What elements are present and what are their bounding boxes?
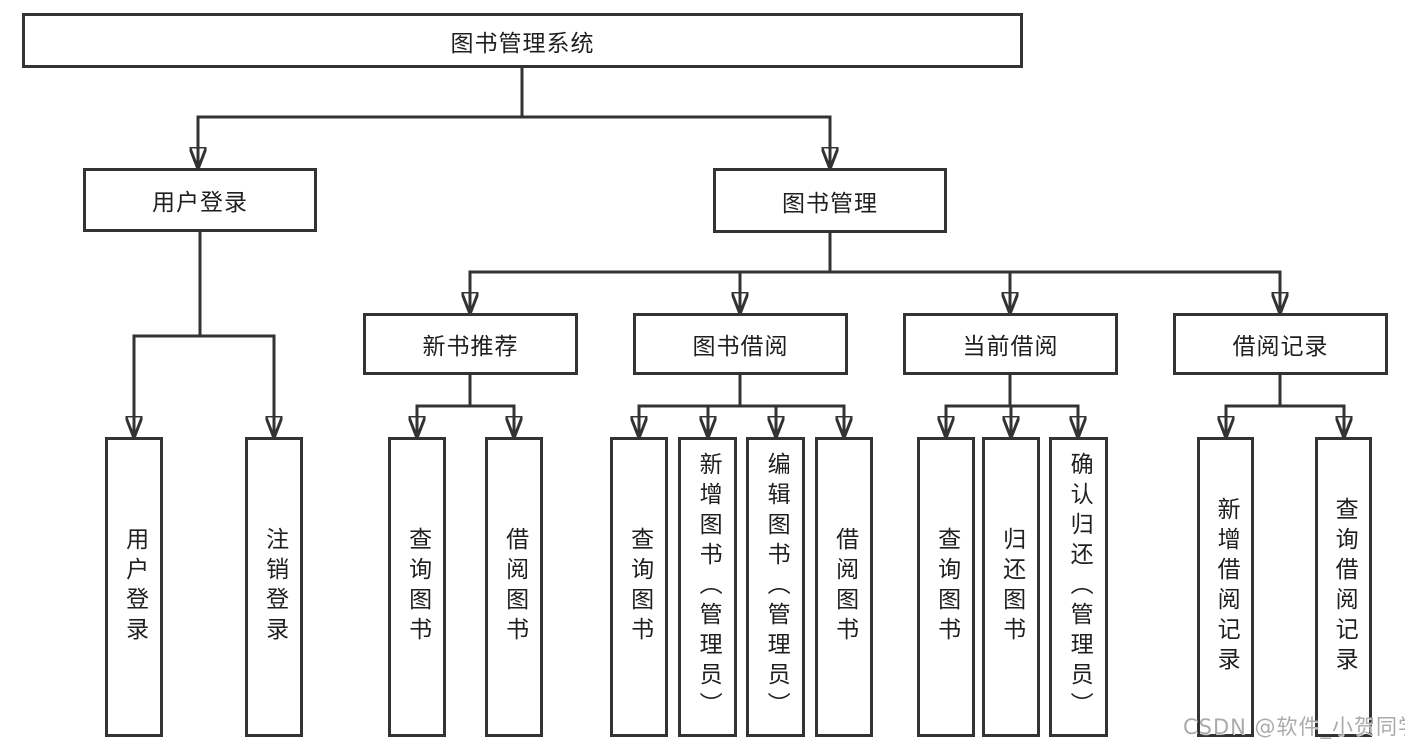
node-label: 归还图书 (998, 527, 1025, 647)
connector-borrow-record-children (1225, 375, 1346, 437)
connector-user-login-children (133, 232, 276, 437)
leaf-bb-edit-book-admin: 编辑图书（管理员） (746, 437, 805, 737)
connector-book-borrow-children (638, 375, 846, 437)
node-borrow-record: 借阅记录 (1173, 313, 1388, 375)
leaf-cb-query-book: 查询图书 (917, 437, 975, 737)
leaf-nbr-borrow-book: 借阅图书 (485, 437, 543, 737)
leaf-cb-return-book: 归还图书 (982, 437, 1040, 737)
connector-book-mgmt-to-level3 (469, 233, 1282, 313)
node-label: 注销登录 (261, 527, 288, 647)
leaf-logout: 注销登录 (245, 437, 303, 737)
node-label: 图书借阅 (692, 334, 789, 360)
node-label: 查询借阅记录 (1331, 497, 1358, 677)
node-label: 借阅图书 (831, 527, 858, 647)
node-label: 图书管理系统 (450, 30, 595, 57)
node-current-borrow: 当前借阅 (903, 313, 1118, 375)
leaf-bb-borrow-book: 借阅图书 (815, 437, 873, 737)
node-root: 图书管理系统 (22, 13, 1023, 68)
node-label: 新增借阅记录 (1213, 497, 1240, 677)
node-label: 查询图书 (626, 527, 653, 647)
connector-new-book-rec-children (416, 375, 516, 437)
node-label: 新书推荐 (422, 334, 519, 360)
connector-current-borrow-children (945, 375, 1080, 437)
node-label: 用户登录 (152, 190, 248, 216)
node-label: 新增图书（管理员） (695, 452, 722, 722)
leaf-nbr-query-book: 查询图书 (388, 437, 446, 737)
node-label: 查询图书 (404, 527, 431, 647)
watermark-text: CSDN @软件_小贺同学 (1183, 715, 1405, 739)
leaf-user-login: 用户登录 (105, 437, 163, 737)
node-label: 借阅记录 (1232, 334, 1329, 360)
node-label: 查询图书 (933, 527, 960, 647)
leaf-br-query-record: 查询借阅记录 (1315, 437, 1372, 737)
node-label: 图书管理 (782, 190, 878, 217)
node-book-mgmt: 图书管理 (713, 168, 947, 233)
node-label: 借阅图书 (501, 527, 528, 647)
leaf-cb-confirm-return-admin: 确认归还（管理员） (1049, 437, 1108, 737)
node-new-book-rec: 新书推荐 (363, 313, 578, 375)
leaf-bb-query-book: 查询图书 (610, 437, 668, 737)
node-label: 编辑图书（管理员） (763, 452, 790, 722)
leaf-bb-add-book-admin: 新增图书（管理员） (678, 437, 737, 737)
node-label: 确认归还（管理员） (1066, 452, 1093, 722)
leaf-br-add-record: 新增借阅记录 (1197, 437, 1254, 737)
node-book-borrow: 图书借阅 (633, 313, 848, 375)
node-label: 用户登录 (121, 527, 148, 647)
connector-root-to-level2 (197, 68, 832, 168)
node-label: 当前借阅 (962, 334, 1059, 360)
node-user-login: 用户登录 (83, 168, 317, 232)
